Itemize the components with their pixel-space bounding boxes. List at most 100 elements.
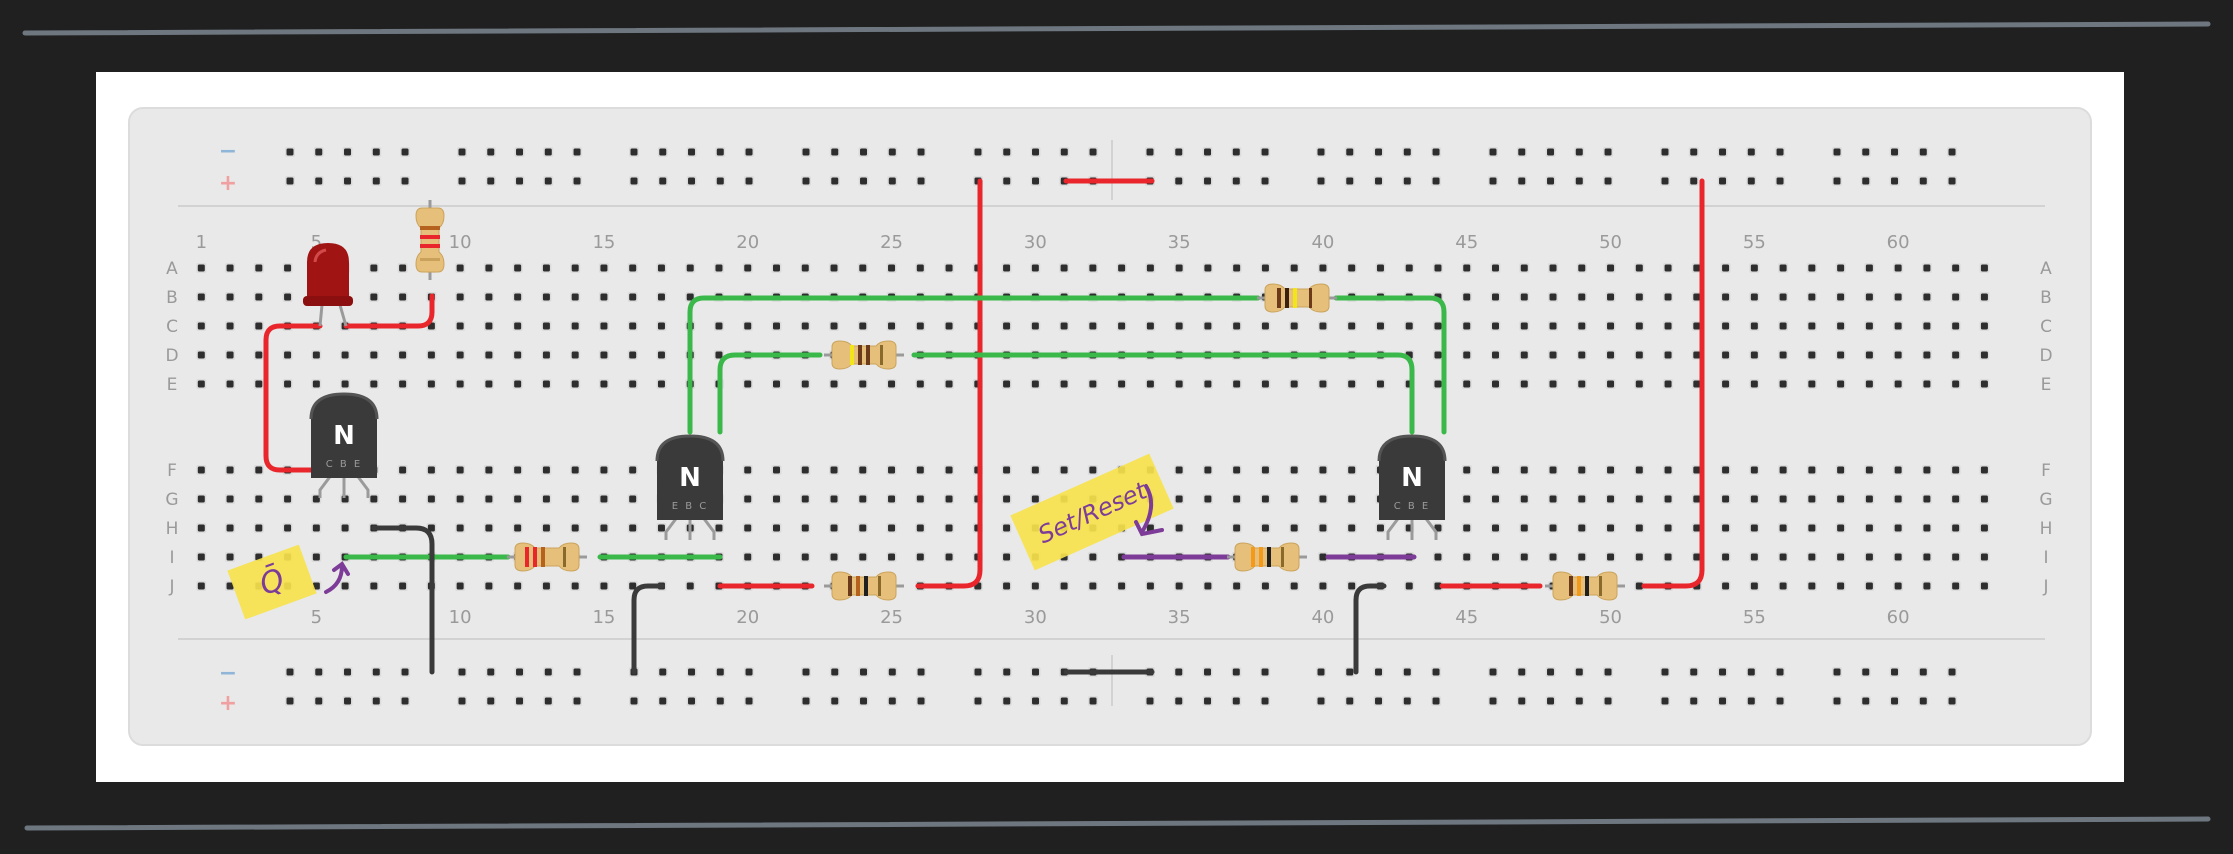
breadboard-hole[interactable]: [1519, 523, 1530, 533]
breadboard-hole[interactable]: [570, 321, 581, 331]
breadboard-hole[interactable]: [1202, 321, 1213, 331]
breadboard-hole[interactable]: [1889, 147, 1900, 157]
breadboard-hole[interactable]: [1087, 552, 1098, 562]
breadboard-hole[interactable]: [1317, 321, 1328, 331]
breadboard-hole[interactable]: [1574, 147, 1585, 157]
breadboard-hole[interactable]: [801, 176, 811, 186]
breadboard-hole[interactable]: [1519, 263, 1530, 273]
breadboard-hole[interactable]: [627, 321, 638, 331]
breadboard-hole[interactable]: [1893, 350, 1904, 360]
breadboard-hole[interactable]: [457, 147, 467, 157]
breadboard-hole[interactable]: [1918, 176, 1929, 186]
breadboard-hole[interactable]: [598, 581, 609, 591]
breadboard-hole[interactable]: [400, 147, 411, 157]
breadboard-hole[interactable]: [1260, 321, 1271, 331]
breadboard-hole[interactable]: [771, 379, 782, 389]
breadboard-hole[interactable]: [483, 350, 494, 360]
breadboard-hole[interactable]: [598, 321, 609, 331]
breadboard-hole[interactable]: [512, 581, 523, 591]
resistor-row-i-left[interactable]: [505, 541, 589, 573]
breadboard-hole[interactable]: [541, 263, 552, 273]
breadboard-hole[interactable]: [1145, 581, 1156, 591]
breadboard-hole[interactable]: [1835, 292, 1846, 302]
breadboard-hole[interactable]: [455, 494, 466, 504]
breadboard-hole[interactable]: [657, 667, 668, 677]
breadboard-hole[interactable]: [886, 494, 897, 504]
breadboard-hole[interactable]: [1519, 292, 1530, 302]
breadboard-hole[interactable]: [1720, 321, 1731, 331]
breadboard-hole[interactable]: [512, 292, 523, 302]
breadboard-hole[interactable]: [1231, 379, 1242, 389]
breadboard-hole[interactable]: [225, 350, 236, 360]
breadboard-hole[interactable]: [1893, 465, 1904, 475]
breadboard-hole[interactable]: [742, 321, 753, 331]
breadboard-hole[interactable]: [282, 494, 293, 504]
breadboard-hole[interactable]: [1030, 696, 1041, 706]
breadboard-hole[interactable]: [1488, 147, 1498, 157]
breadboard-hole[interactable]: [1116, 263, 1127, 273]
breadboard-hole[interactable]: [1519, 494, 1530, 504]
breadboard-hole[interactable]: [541, 321, 552, 331]
breadboard-hole[interactable]: [1864, 552, 1875, 562]
breadboard-hole[interactable]: [455, 350, 466, 360]
breadboard-hole[interactable]: [1548, 465, 1559, 475]
breadboard-hole[interactable]: [340, 379, 351, 389]
wire-green-row-b[interactable]: [687, 295, 1261, 435]
breadboard-hole[interactable]: [1775, 667, 1786, 677]
breadboard-hole[interactable]: [196, 581, 207, 591]
breadboard-hole[interactable]: [1605, 321, 1616, 331]
breadboard-hole[interactable]: [742, 552, 753, 562]
breadboard-hole[interactable]: [742, 523, 753, 533]
breadboard-hole[interactable]: [1660, 696, 1670, 706]
breadboard-hole[interactable]: [1289, 465, 1300, 475]
breadboard-hole[interactable]: [253, 321, 264, 331]
breadboard-hole[interactable]: [225, 321, 236, 331]
breadboard-hole[interactable]: [1260, 147, 1271, 157]
breadboard-hole[interactable]: [512, 321, 523, 331]
breadboard-hole[interactable]: [342, 147, 353, 157]
breadboard-hole[interactable]: [1059, 696, 1070, 706]
breadboard-hole[interactable]: [1835, 581, 1846, 591]
breadboard-hole[interactable]: [1806, 552, 1817, 562]
breadboard-hole[interactable]: [1778, 292, 1789, 302]
breadboard-hole[interactable]: [1717, 147, 1728, 157]
breadboard-hole[interactable]: [1835, 379, 1846, 389]
breadboard-hole[interactable]: [1778, 523, 1789, 533]
breadboard-hole[interactable]: [1835, 350, 1846, 360]
breadboard-hole[interactable]: [744, 176, 755, 186]
breadboard-hole[interactable]: [1717, 696, 1728, 706]
wire-red-led-loop[interactable]: [263, 323, 323, 473]
breadboard-hole[interactable]: [1030, 379, 1041, 389]
breadboard-hole[interactable]: [196, 321, 207, 331]
breadboard-hole[interactable]: [685, 581, 696, 591]
breadboard-hole[interactable]: [1660, 147, 1670, 157]
breadboard-hole[interactable]: [1806, 581, 1817, 591]
breadboard-hole[interactable]: [1174, 494, 1185, 504]
breadboard-hole[interactable]: [311, 350, 322, 360]
breadboard-hole[interactable]: [1461, 292, 1472, 302]
breadboard-hole[interactable]: [1634, 494, 1645, 504]
breadboard-hole[interactable]: [1490, 263, 1501, 273]
breadboard-hole[interactable]: [1806, 321, 1817, 331]
breadboard-hole[interactable]: [1720, 379, 1731, 389]
breadboard-hole[interactable]: [1059, 263, 1070, 273]
breadboard-hole[interactable]: [1461, 523, 1472, 533]
breadboard-hole[interactable]: [1490, 523, 1501, 533]
breadboard-hole[interactable]: [1979, 552, 1990, 562]
breadboard-hole[interactable]: [457, 176, 467, 186]
breadboard-hole[interactable]: [1860, 176, 1871, 186]
breadboard-hole[interactable]: [1317, 552, 1328, 562]
breadboard-hole[interactable]: [1001, 523, 1012, 533]
breadboard-hole[interactable]: [1461, 263, 1472, 273]
breadboard-hole[interactable]: [285, 147, 295, 157]
breadboard-hole[interactable]: [1634, 263, 1645, 273]
breadboard-hole[interactable]: [1576, 350, 1587, 360]
breadboard-hole[interactable]: [887, 667, 898, 677]
breadboard-hole[interactable]: [1001, 667, 1012, 677]
breadboard-hole[interactable]: [1317, 379, 1328, 389]
breadboard-hole[interactable]: [483, 581, 494, 591]
breadboard-hole[interactable]: [829, 465, 840, 475]
breadboard-hole[interactable]: [1603, 696, 1614, 706]
breadboard-hole[interactable]: [1202, 523, 1213, 533]
breadboard-hole[interactable]: [887, 147, 898, 157]
